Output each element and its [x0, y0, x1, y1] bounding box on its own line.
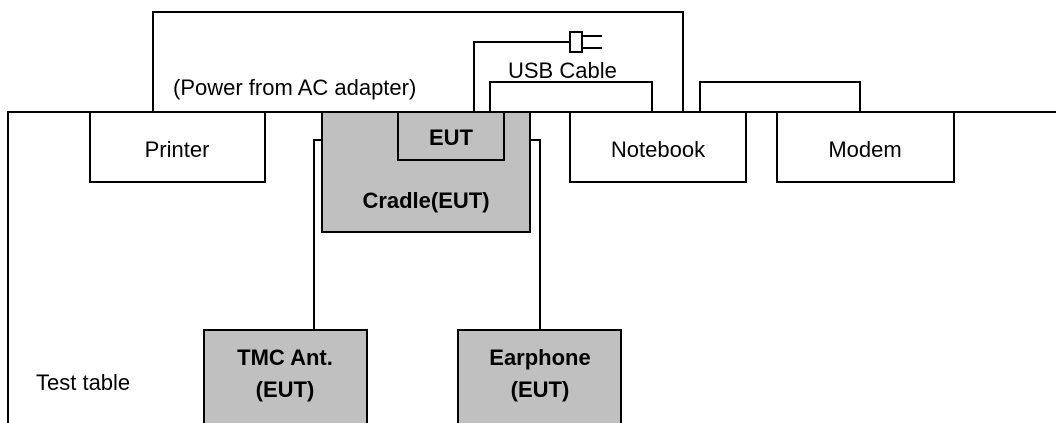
- printer-box: Printer: [89, 111, 266, 183]
- tmc-ant-box: TMC Ant. (EUT): [203, 329, 368, 423]
- power-line: [152, 11, 684, 112]
- printer-label: Printer: [145, 137, 210, 162]
- usb-cable-line: [473, 41, 570, 112]
- tmc-ant-cable: [313, 139, 322, 330]
- tmc-ant-label-line1: TMC Ant.: [237, 345, 333, 370]
- usb-cable-label: USB Cable: [508, 58, 617, 83]
- modem-box: Modem: [776, 111, 955, 183]
- earphone-cable: [530, 139, 541, 330]
- notebook-box: Notebook: [569, 111, 747, 183]
- test-table-label: Test table: [36, 370, 130, 395]
- modem-label: Modem: [828, 137, 901, 162]
- earphone-label-line1: Earphone: [489, 345, 590, 370]
- cradle-label: Cradle(EUT): [362, 188, 489, 213]
- eut-label: EUT: [429, 125, 474, 150]
- notebook-modem-link: [699, 81, 861, 112]
- tmc-ant-label-line2: (EUT): [256, 377, 315, 402]
- notebook-label: Notebook: [611, 137, 706, 162]
- earphone-box: Earphone (EUT): [457, 329, 622, 423]
- eut-box: EUT: [397, 111, 505, 161]
- usb-plug-icon: [569, 31, 602, 53]
- eut-notebook-link: [489, 81, 653, 112]
- power-label: (Power from AC adapter): [173, 75, 416, 100]
- earphone-label-line2: (EUT): [511, 377, 570, 402]
